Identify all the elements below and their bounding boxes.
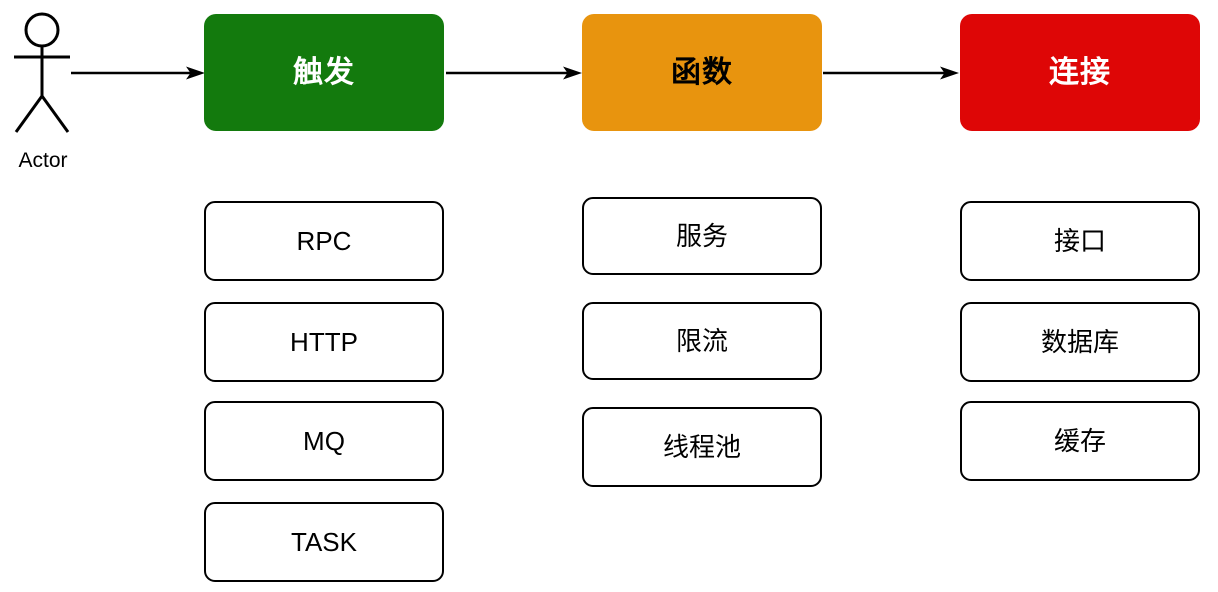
box-label-mq: MQ (303, 426, 345, 456)
box-label-service: 服务 (675, 221, 728, 251)
box-connection-interface[interactable]: 接口 (960, 201, 1200, 281)
actor-label: Actor (18, 149, 68, 172)
box-connection-cache[interactable]: 缓存 (960, 401, 1200, 481)
box-label-thread-pool: 线程池 (662, 432, 741, 462)
box-label-database: 数据库 (1040, 327, 1119, 357)
box-function-service[interactable]: 服务 (582, 197, 822, 275)
box-label-task: TASK (291, 527, 357, 557)
box-label-cache: 缓存 (1053, 426, 1106, 456)
box-trigger-mq[interactable]: MQ (204, 401, 444, 481)
header-label-trigger: 触发 (293, 55, 355, 89)
box-label-rpc: RPC (296, 226, 352, 256)
arrow-actor-to-trigger (71, 63, 205, 83)
box-function-thread-pool[interactable]: 线程池 (582, 407, 822, 487)
header-label-connection: 连接 (1049, 55, 1111, 89)
box-trigger-http[interactable]: HTTP (204, 302, 444, 382)
actor-group[interactable]: Actor (0, 0, 120, 190)
box-label-rate-limit: 限流 (675, 326, 728, 356)
header-label-function: 函数 (671, 55, 733, 89)
box-trigger-rpc[interactable]: RPC (204, 201, 444, 281)
stick-figure-actor-icon (14, 12, 70, 133)
header-box-function[interactable]: 函数 (582, 14, 822, 131)
arrow-function-to-connection (823, 63, 959, 83)
header-box-connection[interactable]: 连接 (960, 14, 1200, 131)
arrow-trigger-to-function (446, 63, 582, 83)
box-connection-database[interactable]: 数据库 (960, 302, 1200, 382)
box-trigger-task[interactable]: TASK (204, 502, 444, 582)
box-function-rate-limit[interactable]: 限流 (582, 302, 822, 380)
box-label-interface: 接口 (1053, 226, 1106, 256)
header-box-trigger[interactable]: 触发 (204, 14, 444, 131)
box-label-http: HTTP (290, 327, 358, 357)
